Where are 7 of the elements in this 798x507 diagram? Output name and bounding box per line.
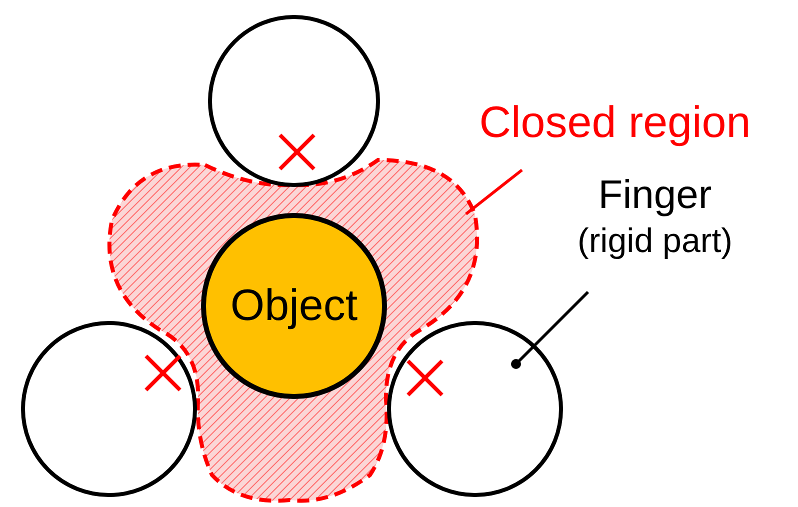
finger-circle bbox=[21, 321, 197, 497]
finger-circle bbox=[387, 321, 563, 497]
callout-label: Closed region bbox=[440, 98, 790, 158]
leader-line bbox=[465, 168, 523, 216]
callout-label: Finger bbox=[598, 172, 712, 219]
callout-note: (rigid part) bbox=[578, 221, 732, 262]
leader-line bbox=[511, 290, 590, 369]
